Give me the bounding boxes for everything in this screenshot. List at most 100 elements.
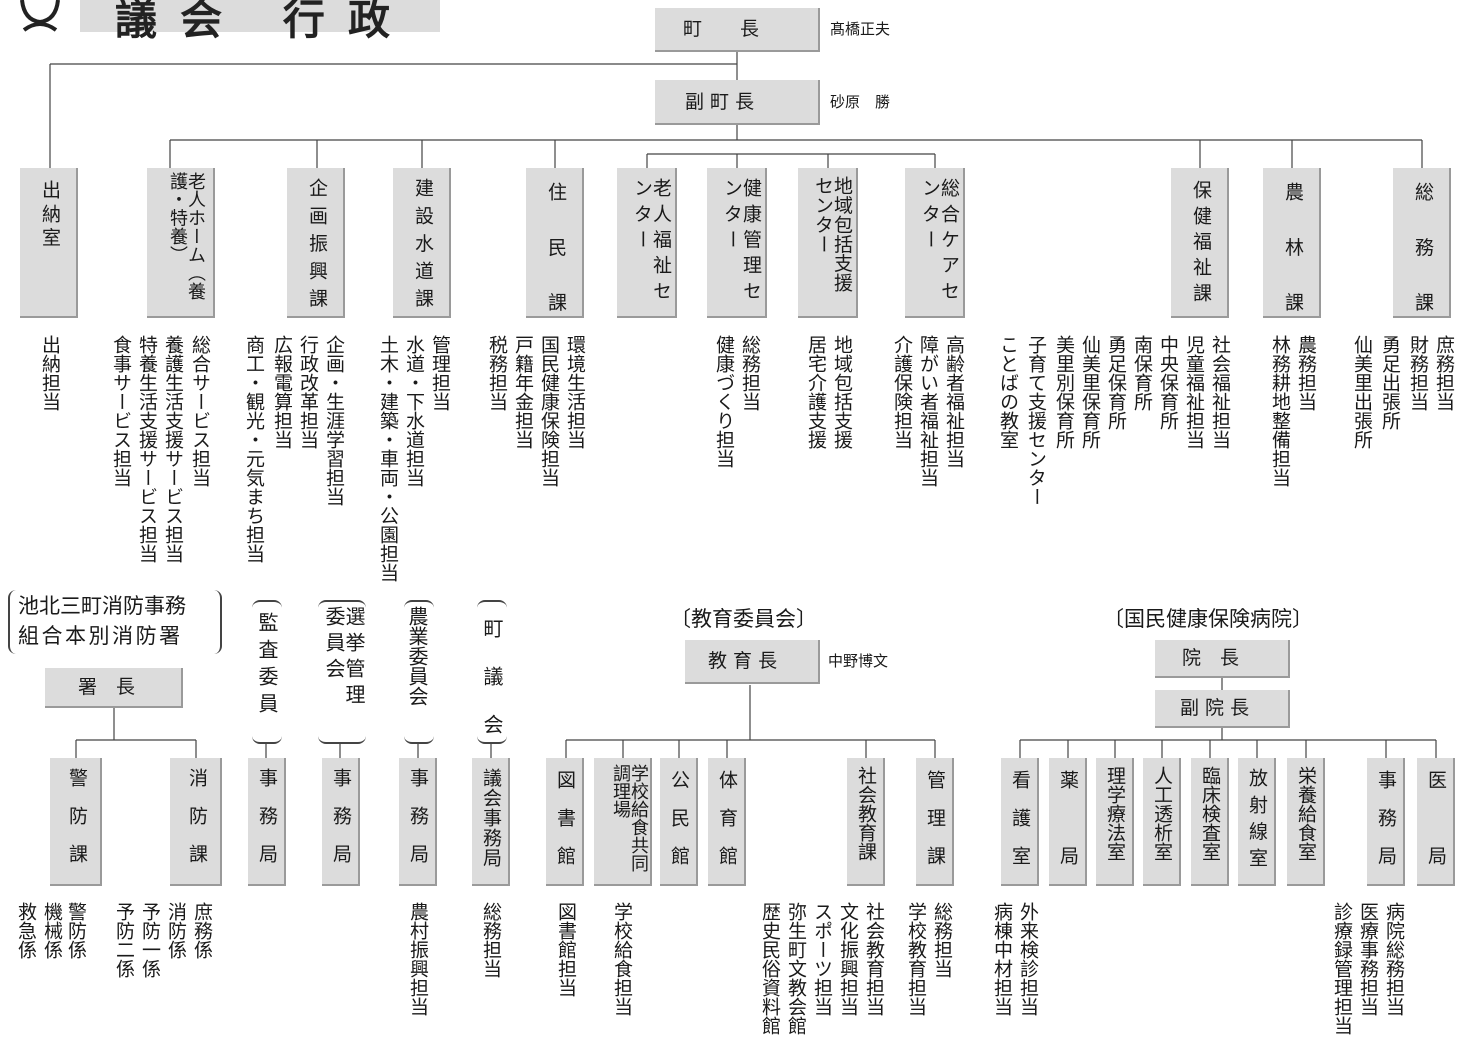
duty-text: 商工・観光・元気まち担当 (243, 335, 265, 563)
committee-office-label: 事務局 (407, 768, 429, 882)
dept-box-sogocare (905, 168, 965, 318)
dept-label-rojinhome: 老人ホーム（養護・特養） (167, 172, 206, 301)
education-unit-label: 管理課 (924, 770, 946, 884)
hospital-unit-label: 看護室 (1009, 770, 1031, 884)
dept-label-chiiki: 地域包括支援センター (812, 176, 853, 293)
duty-text: 管理担当 (429, 335, 451, 411)
duty-text: 税務担当 (486, 335, 508, 411)
committee-office-label: 事務局 (256, 768, 278, 882)
hospital-director-label: 院 長 (1182, 647, 1240, 669)
committee-office-box (248, 758, 286, 886)
committee-title: 選挙管理委員会 (322, 606, 366, 710)
duty-text: 子育て支援センター (1025, 335, 1047, 506)
duty-text: 食事サービス担当 (110, 335, 132, 487)
hospital-unit-box (1417, 758, 1455, 886)
duty-text: 診療録管理担当 (1331, 902, 1353, 1035)
dept-label-suitou: 出納室 (39, 180, 61, 252)
dept-box-somu (1393, 168, 1451, 318)
duty-text: 外来検診担当 (1017, 902, 1039, 1016)
duty-text: 総合サービス担当 (189, 335, 211, 487)
committee-bracket (404, 600, 434, 744)
duty-text: 出納担当 (39, 335, 61, 411)
duty-text: 総務担当 (480, 902, 502, 978)
duty-text: ことばの教室 (997, 335, 1019, 449)
hospital-unit-box (1287, 758, 1325, 886)
dept-label-kenko: 健康管理センター (721, 178, 762, 307)
duty-text: 勇足保育所 (1105, 335, 1127, 430)
header-band (80, 0, 440, 32)
committee-office-label: 事務局 (330, 768, 352, 882)
duty-text: 学校教育担当 (905, 902, 927, 1016)
duty-text: 養護生活支援サービス担当 (162, 335, 184, 563)
hospital-title: 〔国民健康保険病院〕 (1103, 607, 1313, 631)
duty-text: 財務担当 (1407, 335, 1429, 411)
duty-text: 社会福祉担当 (1209, 335, 1231, 449)
duty-text: 総務担当 (931, 902, 953, 978)
dept-box-kensetsu (393, 168, 451, 318)
duty-text: 仙美里保育所 (1079, 335, 1101, 449)
hospital-unit-label: 薬局 (1057, 770, 1079, 922)
duty-text: 予防二係 (113, 902, 135, 978)
fire-title-bracket (8, 590, 222, 654)
fire-chief-label: 署 長 (78, 676, 136, 698)
fire-unit-box (170, 758, 222, 886)
duty-text: 林務耕地整備担当 (1269, 335, 1291, 487)
education-unit-label: 公民館 (668, 770, 690, 884)
hospital-unit-box (1001, 758, 1039, 886)
education-unit-label: 社会教育課 (855, 766, 877, 861)
duty-text: 学校給食担当 (611, 902, 633, 1016)
duty-text: 庶務担当 (1433, 335, 1455, 411)
hospital-director-box (1155, 640, 1290, 678)
duty-text: 弥生町文教会館 (785, 902, 807, 1035)
mascot-icon (20, 0, 60, 32)
mayor-box (655, 8, 820, 52)
hospital-unit-box (1096, 758, 1134, 886)
duty-text: 社会教育担当 (863, 902, 885, 1016)
dept-box-rojinhome (147, 168, 215, 318)
hospital-unit-box (1238, 758, 1276, 886)
duty-text: 国民健康保険担当 (538, 335, 560, 487)
duty-text: スポーツ担当 (811, 902, 833, 1016)
education-unit-box (847, 758, 885, 886)
hospital-unit-label: 人工透析室 (1151, 766, 1173, 861)
committee-office-box (399, 758, 437, 886)
duty-text: 救急係 (15, 902, 37, 959)
duty-text: 障がい者福祉担当 (917, 335, 939, 487)
duty-text: 広報電算担当 (271, 335, 293, 449)
dept-label-norin: 農林課 (1282, 182, 1304, 348)
duty-text: 図書館担当 (555, 902, 577, 997)
education-title: 〔教育委員会〕 (670, 607, 817, 631)
duty-text: 児童福祉担当 (1183, 335, 1205, 449)
education-unit-label: 図書館 (554, 770, 576, 884)
hospital-unit-label: 放射線室 (1246, 768, 1268, 875)
education-unit-label: 学校給食共同調理場 (610, 764, 649, 872)
committee-title: 農業委員会 (405, 606, 429, 706)
duty-text: 健康づくり担当 (713, 335, 735, 468)
duty-text: 中央保育所 (1157, 335, 1179, 430)
duty-text: 農村振興担当 (407, 902, 429, 1016)
deputy-mayor-label: 副 町 長 (685, 91, 755, 113)
duty-text: 高齢者福祉担当 (943, 335, 965, 468)
superintendent-label: 教 育 長 (708, 650, 778, 672)
duty-text: 企画・生涯学習担当 (323, 335, 345, 506)
duty-text: 仙美里出張所 (1351, 335, 1373, 449)
duty-text: 水道・下水道担当 (403, 335, 425, 487)
education-unit-label: 体育館 (716, 770, 738, 884)
committee-office-box (472, 758, 510, 886)
dept-label-somu: 総務課 (1412, 182, 1434, 348)
dept-box-jumin (526, 168, 584, 318)
dept-label-hoken: 保健福祉課 (1190, 180, 1212, 309)
duty-text: 戸籍年金担当 (512, 335, 534, 449)
hospital-unit-label: 栄養給食室 (1295, 766, 1317, 861)
committee-title: 町議会 (480, 618, 504, 762)
deputy-mayor-name: 砂原 勝 (830, 93, 891, 111)
dept-label-rojinfukushi: 老人福祉センター (631, 178, 672, 307)
committee-title: 監査委員 (255, 612, 279, 720)
duty-text: 警防係 (65, 902, 87, 959)
superintendent-box (685, 640, 820, 684)
deputy-mayor-box (655, 80, 820, 125)
hospital-unit-box (1367, 758, 1405, 886)
dept-box-kenko (707, 168, 767, 318)
committee-office-label: 議会事務局 (480, 768, 502, 868)
